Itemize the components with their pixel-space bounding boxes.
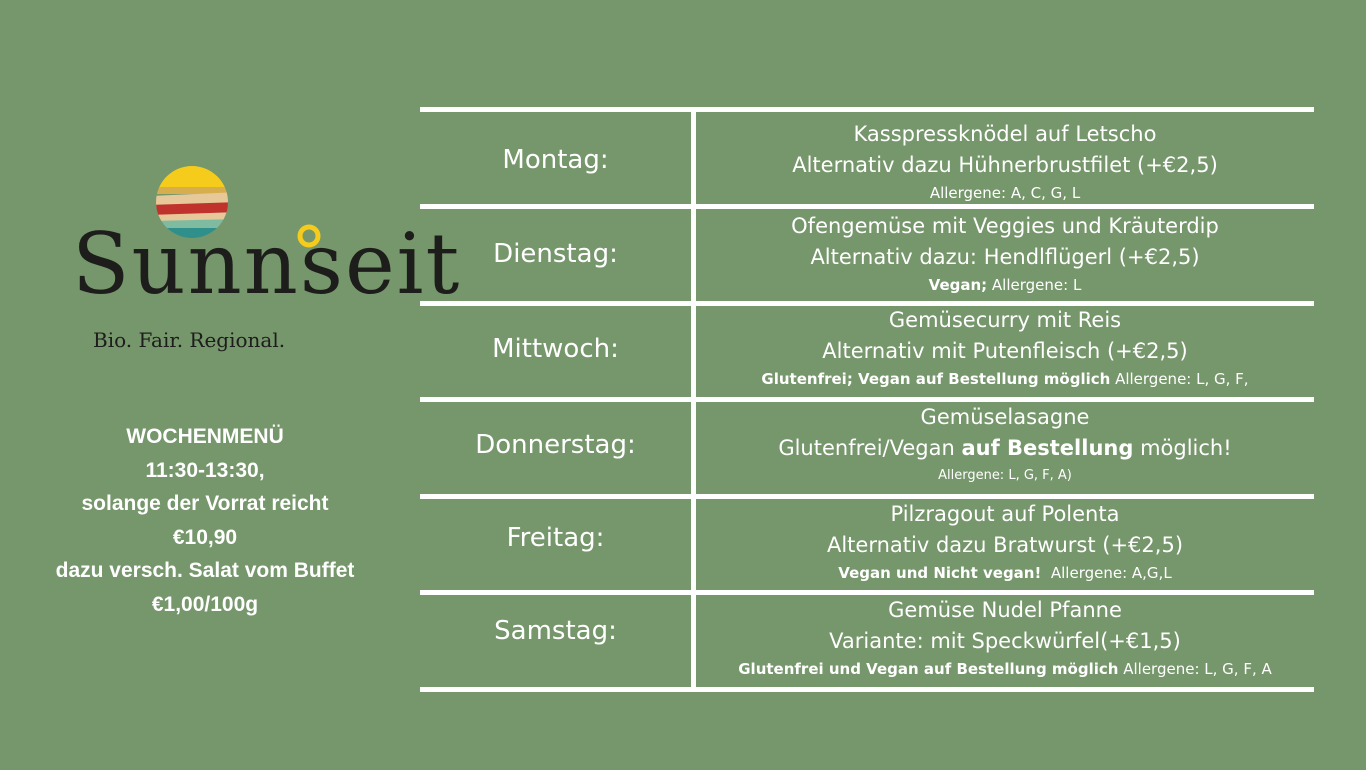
menu-table: Montag: Kasspressknödel auf Letscho Alte… (420, 107, 1314, 692)
dish-name: Pilzragout auf Polenta (890, 502, 1120, 526)
allergens: Allergene: L, G, F, A (1118, 660, 1272, 678)
table-divider (420, 107, 1314, 112)
menu-row-monday: Kasspressknödel auf Letscho Alternativ d… (696, 119, 1314, 205)
allergen-note: Glutenfrei; Vegan auf Bestellung möglich… (696, 367, 1314, 391)
menu-row-friday: Pilzragout auf Polenta Alternativ dazu B… (696, 499, 1314, 585)
dish-alternative: Glutenfrei/Vegan auf Bestellung möglich! (696, 433, 1314, 464)
allergens: Allergene: L (987, 276, 1082, 294)
info-title: WOCHENMENÜ (126, 425, 284, 448)
allergen-note: Glutenfrei und Vegan auf Bestellung mögl… (696, 657, 1314, 681)
menu-row-wednesday: Gemüsecurry mit Reis Alternativ mit Pute… (696, 305, 1314, 391)
dish-name: Gemüse Nudel Pfanne (888, 598, 1122, 622)
menu-row-tuesday: Ofengemüse mit Veggies und Kräuterdip Al… (696, 211, 1314, 297)
dish-alternative: Alternativ dazu Hühnerbrustfilet (+€2,5) (792, 153, 1218, 177)
dish-alternative: Alternativ dazu: Hendlflügerl (+€2,5) (810, 245, 1200, 269)
allergen-note: Vegan und Nicht vegan! Allergene: A,G,L (696, 561, 1314, 585)
table-divider (420, 204, 1314, 209)
table-divider (420, 301, 1314, 306)
allergens: Allergene: A, C, G, L (929, 184, 1081, 202)
allergens: Allergene: L, G, F, A) (938, 468, 1072, 483)
info-price: €10,90 (172, 525, 238, 549)
dish-alternative: Alternativ mit Putenfleisch (+€2,5) (822, 339, 1188, 363)
table-divider (420, 494, 1314, 499)
diet-note: Vegan; (928, 276, 988, 294)
day-friday: Freitag: (506, 523, 605, 553)
day-monday: Montag: (502, 145, 609, 175)
info-salad-price: €1,00/100g (151, 592, 259, 616)
menu-row-saturday: Gemüse Nudel Pfanne Variante: mit Speckw… (696, 595, 1314, 681)
day-thursday: Donnerstag: (475, 430, 636, 460)
table-column-divider (691, 110, 696, 692)
diet-note: Glutenfrei und Vegan auf Bestellung mögl… (738, 660, 1119, 678)
sunnseit-logo: Sunnseit Bio. Fair. Regional. (60, 160, 459, 360)
info-availability: solange der Vorrat reicht (81, 492, 329, 515)
dish-name: Ofengemüse mit Veggies und Kräuterdip (791, 214, 1219, 238)
table-divider (420, 687, 1314, 692)
sun-stripes-icon (156, 166, 321, 248)
weekly-menu-info: WOCHENMENÜ 11:30-13:30, solange der Vorr… (40, 420, 370, 621)
allergen-note: Allergene: A, C, G, L (696, 181, 1314, 205)
dish-name: Kasspressknödel auf Letscho (853, 122, 1157, 146)
day-wednesday: Mittwoch: (492, 334, 619, 364)
info-hours: 11:30-13:30, (145, 458, 265, 482)
table-divider (420, 590, 1314, 595)
alt-text-end: möglich! (1133, 436, 1232, 460)
logo-tagline: Bio. Fair. Regional. (93, 328, 286, 352)
dish-name: Gemüselasagne (920, 405, 1090, 429)
diet-note: Glutenfrei; Vegan auf Bestellung möglich (761, 370, 1111, 388)
allergens: Allergene: L, G, F, (1110, 370, 1249, 388)
allergens: Allergene: A,G,L (1041, 564, 1172, 582)
dish-alternative: Variante: mit Speckwürfel(+€1,5) (829, 629, 1181, 653)
alt-emphasis: auf Bestellung (961, 436, 1134, 460)
menu-row-thursday: Gemüselasagne Glutenfrei/Vegan auf Beste… (696, 402, 1314, 488)
info-salad: dazu versch. Salat vom Buffet (55, 559, 355, 582)
table-divider (420, 397, 1314, 402)
dish-name: Gemüsecurry mit Reis (888, 308, 1122, 332)
allergen-note: Vegan; Allergene: L (696, 273, 1314, 297)
day-saturday: Samstag: (494, 616, 617, 646)
diet-note: Vegan und Nicht vegan! (838, 564, 1042, 582)
day-tuesday: Dienstag: (493, 239, 618, 269)
logo-wordmark: Sunnseit (72, 215, 462, 313)
dish-alternative: Alternativ dazu Bratwurst (+€2,5) (826, 533, 1184, 557)
alt-text: Glutenfrei/Vegan (778, 436, 962, 460)
